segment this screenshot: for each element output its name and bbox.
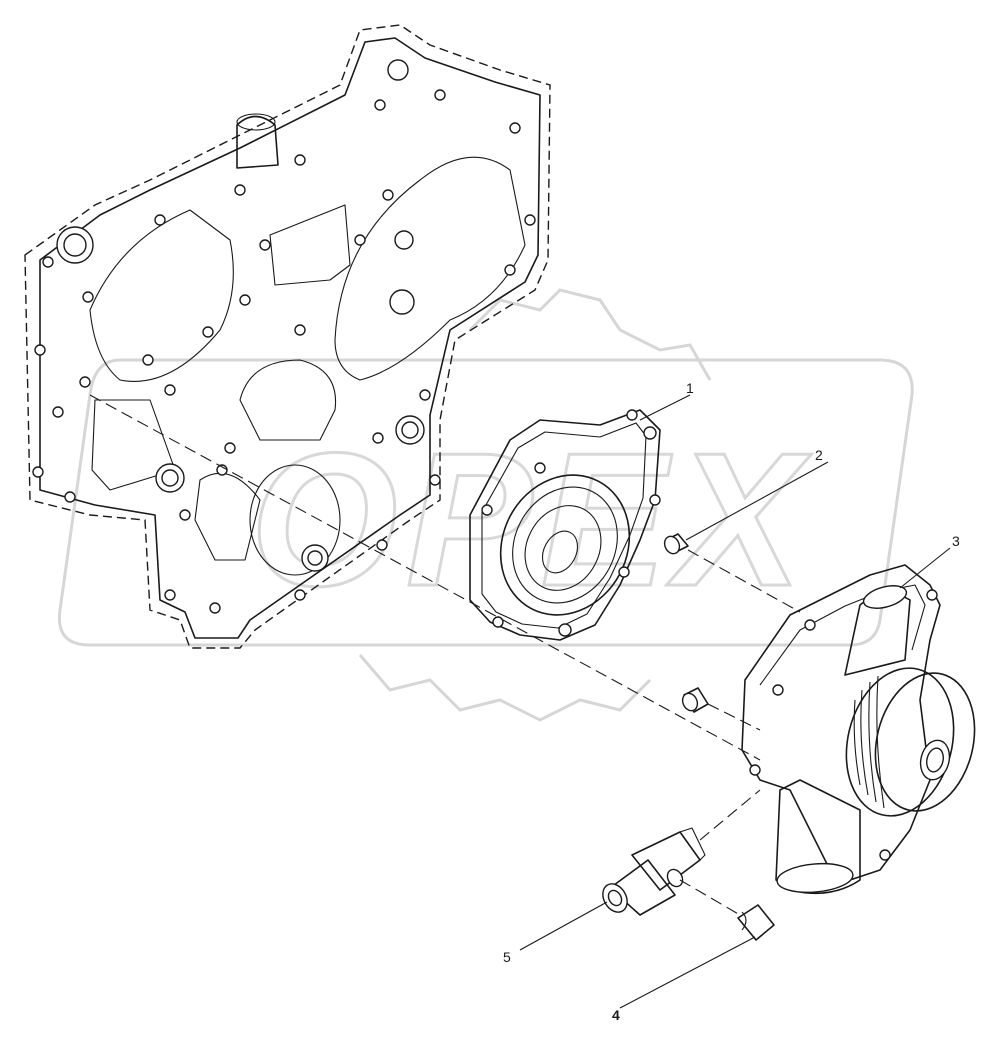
callout-3: 3 [952, 533, 960, 549]
dowel-pin-part-2 [663, 533, 689, 555]
callout-4: 4 [612, 1007, 620, 1023]
callout-1: 1 [686, 380, 694, 396]
dowel-pin-lower [681, 687, 709, 713]
assembly-lines [89, 394, 801, 916]
callout-2: 2 [815, 447, 823, 463]
connector-part-5 [602, 827, 706, 916]
plug-part-4 [737, 904, 775, 941]
callout-labels: 1 2 3 4 5 [503, 380, 960, 1023]
case-bolt-holes [32, 89, 536, 614]
timing-gear-case [24, 24, 551, 649]
water-pump-part-3 [741, 564, 976, 895]
leader-lines [519, 394, 951, 1009]
callout-5: 5 [503, 949, 511, 965]
gasket-part-1 [469, 409, 661, 641]
